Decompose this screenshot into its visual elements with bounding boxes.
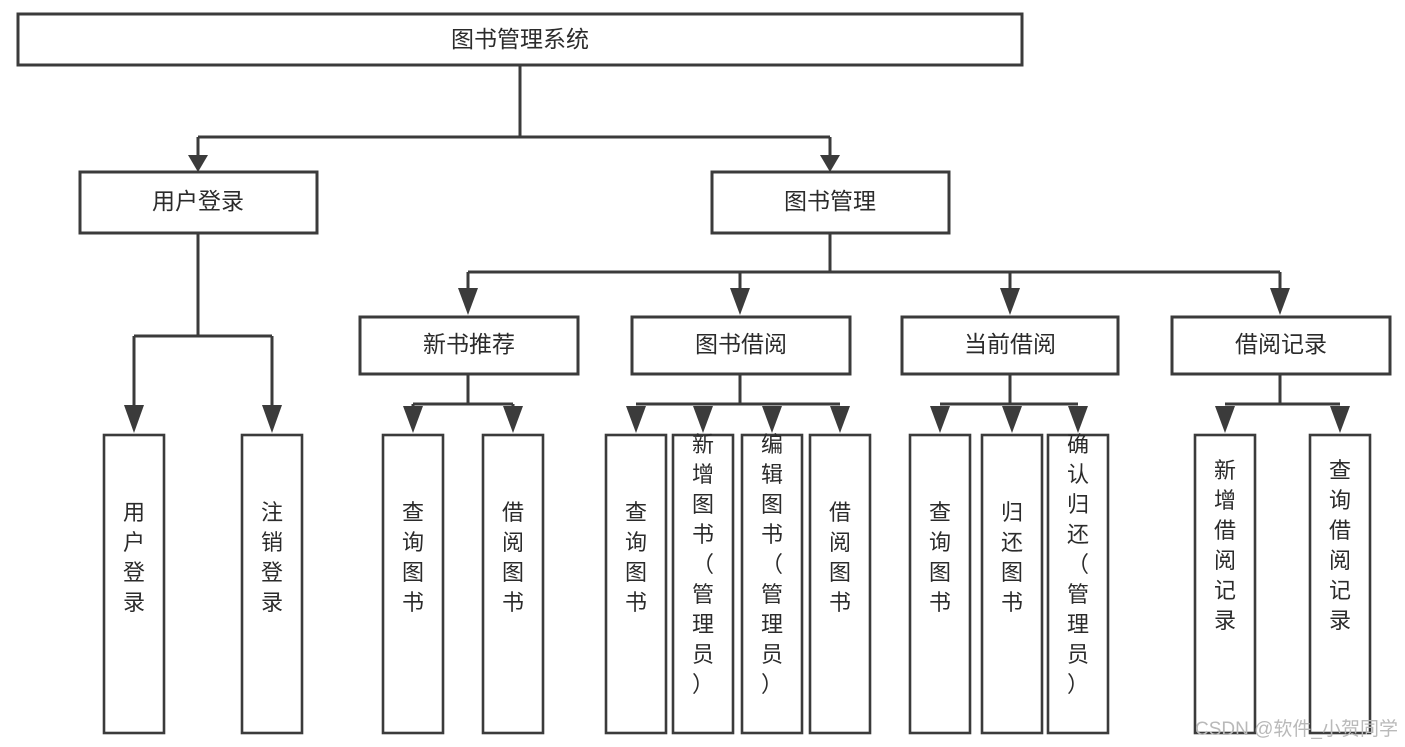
node-new-book-rec[interactable]: 新书推荐 (358, 315, 580, 376)
node-book-borrow-label: 图书借阅 (695, 331, 787, 357)
node-root[interactable]: 图书管理系统 (16, 12, 1024, 67)
node-leaf-borrow-book-1-label: 借阅图书 (502, 500, 524, 615)
arrow-to-leaf-edit-book (762, 406, 782, 433)
node-leaf-add-book-label: 新增图书（管理员） (692, 432, 714, 697)
node-borrow-record[interactable]: 借阅记录 (1170, 315, 1392, 376)
node-leaf-return-book-label: 归还图书 (1001, 500, 1023, 615)
node-current-borrow[interactable]: 当前借阅 (900, 315, 1120, 376)
node-leaf-query-book-2-label: 查询图书 (625, 500, 647, 615)
node-leaf-borrow-book-2-label: 借阅图书 (829, 500, 851, 615)
node-leaf-query-record[interactable]: 查询借阅记录 (1308, 433, 1372, 735)
node-user-login[interactable]: 用户登录 (78, 170, 319, 235)
node-leaf-query-book-1[interactable]: 查询图书 (381, 433, 445, 735)
edges-group (124, 65, 1350, 433)
node-leaf-query-book-2[interactable]: 查询图书 (604, 433, 668, 735)
arrow-to-book-borrow (730, 288, 750, 315)
arrow-to-leaf-logout-login (262, 405, 282, 433)
csdn-watermark: CSDN @软件_小贺同学 (1195, 718, 1398, 740)
node-leaf-logout-login-label: 注销登录 (261, 500, 283, 615)
arrow-to-leaf-borrow-book-1 (503, 406, 523, 433)
node-leaf-query-book-1-label: 查询图书 (402, 500, 424, 615)
arrow-to-current-borrow (1000, 288, 1020, 315)
node-leaf-add-book[interactable]: 新增图书（管理员） (671, 432, 735, 735)
node-leaf-return-book[interactable]: 归还图书 (980, 433, 1044, 735)
arrow-to-leaf-query-book-1 (403, 406, 423, 433)
node-leaf-add-record[interactable]: 新增借阅记录 (1193, 433, 1257, 735)
arrow-to-book-manage (820, 155, 840, 172)
arrow-to-leaf-confirm-return (1068, 406, 1088, 433)
node-user-login-label: 用户登录 (152, 188, 244, 214)
node-leaf-user-login[interactable]: 用户登录 (102, 433, 166, 735)
node-borrow-record-label: 借阅记录 (1235, 331, 1327, 357)
node-leaf-confirm-return[interactable]: 确认归还（管理员） (1046, 432, 1110, 735)
node-leaf-add-record-label: 新增借阅记录 (1214, 458, 1236, 633)
node-book-manage[interactable]: 图书管理 (710, 170, 951, 235)
node-leaf-logout-login[interactable]: 注销登录 (240, 433, 304, 735)
node-leaf-user-login-label: 用户登录 (123, 500, 145, 615)
arrow-to-leaf-add-record (1215, 406, 1235, 433)
node-leaf-edit-book[interactable]: 编辑图书（管理员） (740, 432, 804, 735)
arrow-to-user-login (188, 155, 208, 172)
node-book-manage-label: 图书管理 (784, 188, 876, 214)
node-new-book-rec-label: 新书推荐 (423, 331, 515, 357)
arrow-to-leaf-query-book-3 (930, 406, 950, 433)
arrow-to-leaf-borrow-book-2 (830, 406, 850, 433)
node-leaf-borrow-book-2[interactable]: 借阅图书 (808, 433, 872, 735)
node-leaf-query-record-label: 查询借阅记录 (1329, 458, 1351, 633)
arrow-to-leaf-query-record (1330, 406, 1350, 433)
arrow-to-new-book-rec (458, 288, 478, 315)
arrow-to-leaf-user-login (124, 405, 144, 433)
node-root-label: 图书管理系统 (451, 26, 589, 52)
arrow-to-leaf-add-book (693, 406, 713, 433)
arrow-to-leaf-query-book-2 (626, 406, 646, 433)
node-leaf-confirm-return-label: 确认归还（管理员） (1067, 432, 1089, 697)
node-leaf-query-book-3-label: 查询图书 (929, 500, 951, 615)
node-leaf-query-book-3[interactable]: 查询图书 (908, 433, 972, 735)
node-leaf-borrow-book-1[interactable]: 借阅图书 (481, 433, 545, 735)
node-leaf-edit-book-label: 编辑图书（管理员） (761, 432, 783, 697)
node-book-borrow[interactable]: 图书借阅 (630, 315, 852, 376)
arrow-to-leaf-return-book (1002, 406, 1022, 433)
arrow-to-borrow-record (1270, 288, 1290, 315)
node-current-borrow-label: 当前借阅 (964, 331, 1056, 357)
